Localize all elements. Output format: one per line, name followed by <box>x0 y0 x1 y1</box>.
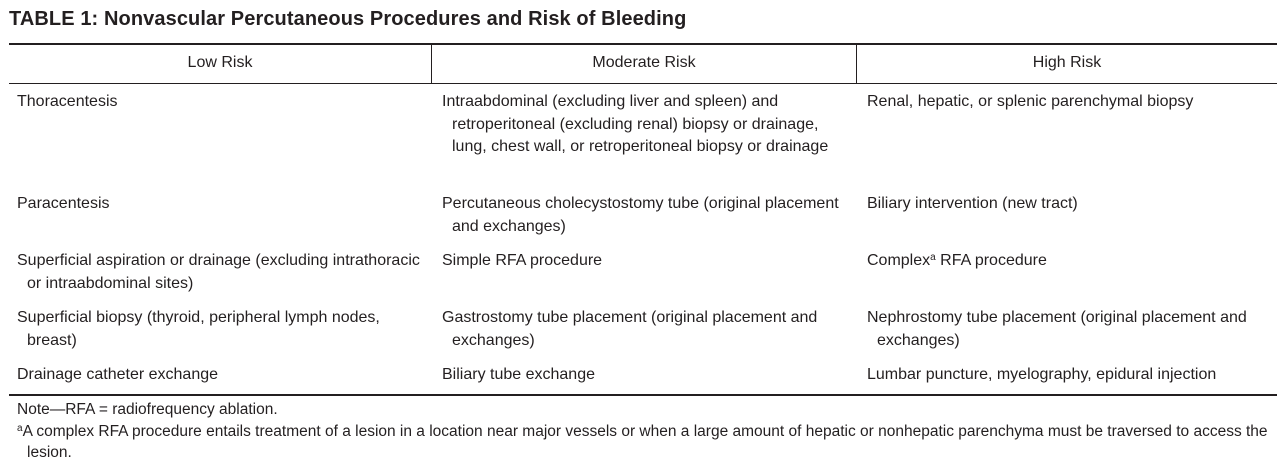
table-cell-high: Complexa RFA procedure <box>867 250 1277 273</box>
header-low-risk: Low Risk <box>187 54 253 71</box>
header-divider-1 <box>431 44 432 83</box>
table-title: TABLE 1: Nonvascular Percutaneous Proced… <box>9 8 687 30</box>
table-cell-moderate: Simple RFA procedure <box>442 252 603 269</box>
table-cell-moderate: Intraabdominal (excluding liver and sple… <box>442 93 829 155</box>
table-cell-low: Thoracentesis <box>17 93 118 110</box>
header-high-risk: High Risk <box>1032 54 1102 71</box>
table-bottom-rule <box>9 394 1277 396</box>
cell-text: Complex <box>867 252 931 269</box>
table-cell-high: Nephrostomy tube placement (original pla… <box>867 309 1247 349</box>
table-cell-moderate: Gastrostomy tube placement (original pla… <box>442 309 818 349</box>
table-note: Note—RFA = radiofrequency ablation. <box>17 401 278 418</box>
table-cell-low: Drainage catheter exchange <box>17 366 219 383</box>
table-cell-high: Lumbar puncture, myelography, epidural i… <box>867 366 1217 383</box>
table-cell-low: Superficial biopsy (thyroid, peripheral … <box>17 309 380 349</box>
header-divider-2 <box>856 44 857 83</box>
table-footnote: aA complex RFA procedure entails treatme… <box>17 421 1277 463</box>
table-cell-moderate: Biliary tube exchange <box>442 366 595 383</box>
cell-text: RFA procedure <box>935 252 1047 269</box>
table-cell-low: Superficial aspiration or drainage (excl… <box>17 252 420 292</box>
header-moderate-risk: Moderate Risk <box>592 54 696 71</box>
footnote-marker: a <box>930 252 936 263</box>
table-cell-low: Paracentesis <box>17 195 110 212</box>
table-cell-high: Renal, hepatic, or splenic parenchymal b… <box>867 93 1194 110</box>
table-cell-moderate: Percutaneous cholecystostomy tube (origi… <box>442 195 839 235</box>
footnote-text: A complex RFA procedure entails treatmen… <box>22 423 1268 461</box>
header-bottom-rule <box>9 83 1277 84</box>
table-top-rule <box>9 43 1277 45</box>
table-cell-high: Biliary intervention (new tract) <box>867 195 1078 212</box>
footnote-marker: a <box>17 423 23 434</box>
